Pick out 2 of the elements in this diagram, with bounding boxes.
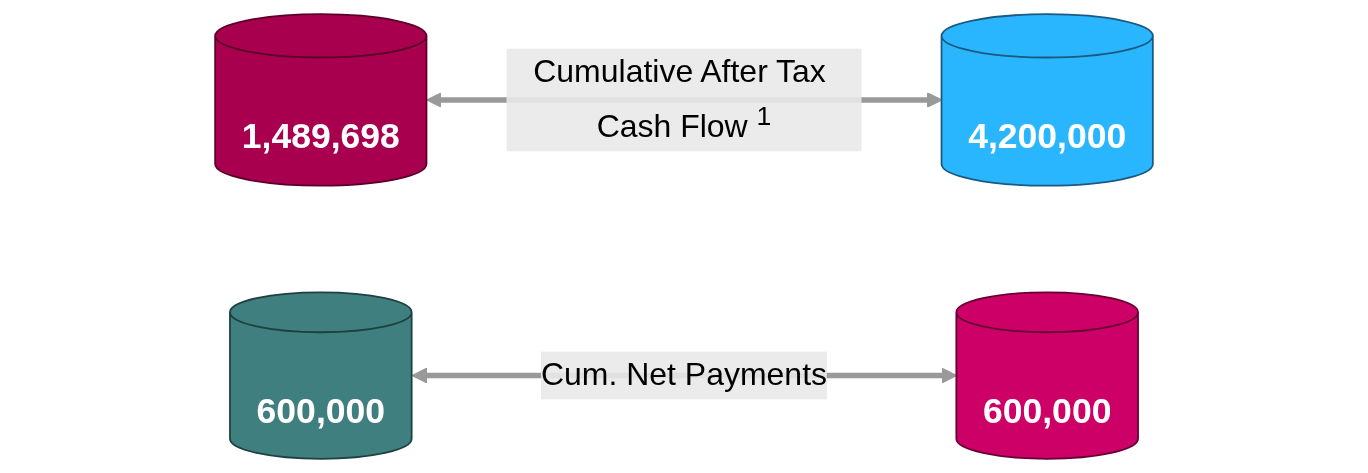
edge-label: Cum. Net Payments bbox=[540, 356, 828, 393]
edge-label: Cumulative After Tax Cash Flow $^{1}$ bbox=[533, 53, 826, 145]
